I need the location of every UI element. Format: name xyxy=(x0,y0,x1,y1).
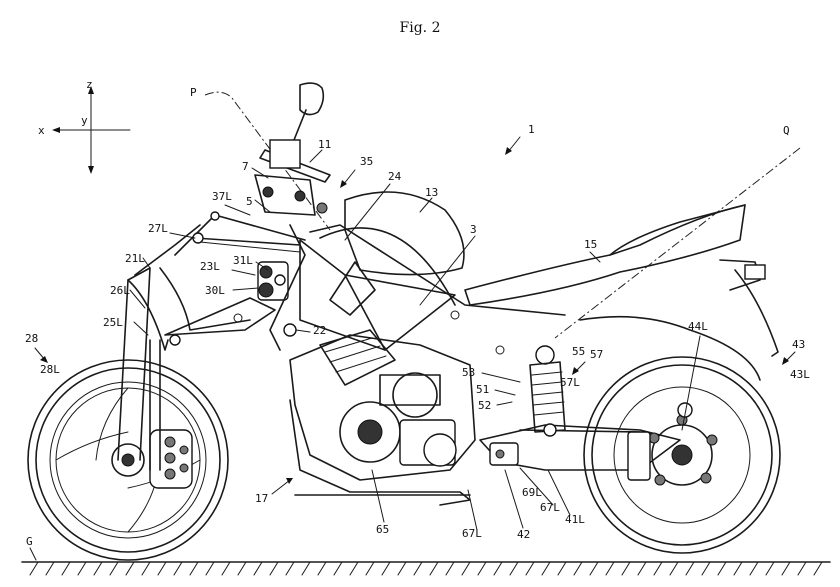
label-52: 52 xyxy=(478,399,491,412)
label-28: 28 xyxy=(25,332,38,345)
rear-shock-absorber xyxy=(529,345,566,437)
label-43L: 43L xyxy=(790,368,810,381)
label-65: 65 xyxy=(376,523,389,536)
label-55: 55 xyxy=(572,345,585,358)
front-shock-unit xyxy=(257,261,289,301)
handlebar-and-mirror xyxy=(254,82,331,216)
front-suspension xyxy=(117,211,306,471)
ground-label: G xyxy=(26,535,33,548)
front-wheel xyxy=(27,359,229,561)
figure-title: Fig. 2 xyxy=(400,20,441,36)
label-24: 24 xyxy=(388,170,402,183)
label-35: 35 xyxy=(360,155,373,168)
label-7: 7 xyxy=(242,160,249,173)
label-13: 13 xyxy=(425,186,438,199)
label-1: 1 xyxy=(528,123,535,136)
label-25L: 25L xyxy=(103,316,123,329)
axis-q-label: Q xyxy=(783,124,790,137)
label-5: 5 xyxy=(246,195,253,208)
axis-x-label: x xyxy=(38,124,45,137)
fuel-tank xyxy=(344,191,465,276)
leader-lines xyxy=(34,136,796,531)
seat-and-tail xyxy=(464,204,779,357)
label-57L: 57L xyxy=(560,376,580,389)
label-3: 3 xyxy=(470,223,477,236)
axis-lines: P Q xyxy=(190,86,801,339)
label-17: 17 xyxy=(255,492,268,505)
front-brake-caliper xyxy=(149,429,193,489)
label-27L: 27L xyxy=(148,222,168,235)
label-42: 42 xyxy=(517,528,530,541)
axis-p-label: P xyxy=(190,86,197,99)
axis-y-label: y xyxy=(81,114,88,127)
axis-z-label: z xyxy=(86,78,93,91)
label-21L: 21L xyxy=(125,252,145,265)
label-22: 22 xyxy=(313,324,326,337)
label-44L: 44L xyxy=(688,320,708,333)
label-28L: 28L xyxy=(40,363,60,376)
coordinate-axes: x y z xyxy=(38,78,131,174)
label-31L: 31L xyxy=(233,254,253,267)
label-26L: 26L xyxy=(110,284,130,297)
label-67L-b: 67L xyxy=(540,501,560,514)
label-15: 15 xyxy=(584,238,597,251)
engine xyxy=(289,329,476,506)
ground-line: G xyxy=(21,535,831,576)
label-11: 11 xyxy=(318,138,331,151)
main-frame xyxy=(269,224,566,355)
label-67L-a: 67L xyxy=(462,527,482,540)
rear-wheel xyxy=(583,356,781,554)
swing-arm xyxy=(479,424,681,471)
label-69L: 69L xyxy=(522,486,542,499)
label-53: 53 xyxy=(462,366,475,379)
label-57: 57 xyxy=(590,348,603,361)
label-41L: 41L xyxy=(565,513,585,526)
rear-fender xyxy=(579,315,761,381)
label-37L: 37L xyxy=(212,190,232,203)
label-43: 43 xyxy=(792,338,805,351)
reference-labels: 1 3 5 7 11 13 15 17 21L 22 23L 24 25L 26… xyxy=(25,123,810,541)
label-51: 51 xyxy=(476,383,489,396)
label-23L: 23L xyxy=(200,260,220,273)
label-30L: 30L xyxy=(205,284,225,297)
